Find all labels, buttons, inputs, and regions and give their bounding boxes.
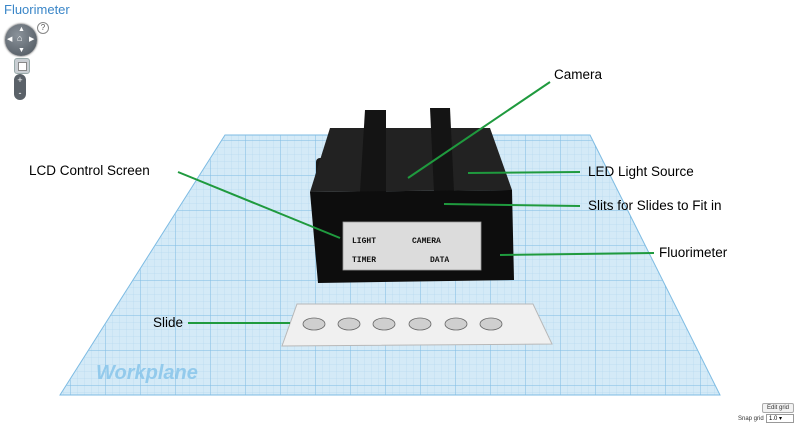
- fluorimeter-callout: Fluorimeter: [659, 245, 728, 260]
- lcd-light-label: LIGHT: [352, 237, 376, 246]
- slits-callout-line: [443, 203, 581, 207]
- workplane-label: Workplane: [96, 362, 198, 384]
- snap-grid-label: Snap grid: [738, 416, 764, 422]
- fluorimeter-callout-line: [499, 252, 655, 256]
- app-title: Fluorimeter: [4, 2, 70, 17]
- led-callout-line: [467, 171, 581, 174]
- edit-grid-button[interactable]: Edit grid: [762, 403, 795, 413]
- callout-lines: [177, 81, 655, 324]
- arrow-right-icon[interactable]: ▶: [29, 36, 35, 43]
- lcd-data-label: DATA: [430, 256, 449, 265]
- home-icon[interactable]: ⌂: [17, 33, 23, 43]
- view-orbit-control[interactable]: ▲ ▼ ◀ ▶ ⌂: [5, 24, 37, 56]
- lcd-timer-label: TIMER: [352, 256, 376, 265]
- fit-view-button[interactable]: [14, 58, 30, 74]
- lcd-callout: LCD Control Screen: [29, 163, 150, 178]
- slits-callout: Slits for Slides to Fit in: [588, 198, 722, 213]
- led-callout: LED Light Source: [588, 164, 694, 179]
- camera-callout: Camera: [554, 67, 603, 82]
- lcd-camera-label: CAMERA: [412, 237, 441, 246]
- snap-grid-select[interactable]: 1.0 ▾: [766, 414, 794, 423]
- slide-model[interactable]: [281, 303, 553, 347]
- arrow-up-icon[interactable]: ▲: [18, 26, 25, 33]
- zoom-in-button[interactable]: +: [17, 75, 23, 85]
- zoom-out-button[interactable]: -: [18, 88, 22, 98]
- slide-callout: Slide: [153, 315, 184, 330]
- snap-grid-value: 1.0: [769, 416, 778, 422]
- zoom-control[interactable]: + -: [14, 74, 26, 100]
- lcd-screen: [342, 221, 482, 271]
- camera-callout-line: [407, 81, 551, 179]
- arrow-down-icon[interactable]: ▼: [18, 47, 25, 54]
- arrow-left-icon[interactable]: ◀: [7, 36, 13, 43]
- lcd-callout-line: [177, 171, 341, 239]
- fluorimeter-model[interactable]: LIGHT CAMERA TIMER DATA: [310, 108, 514, 283]
- help-icon[interactable]: ?: [37, 22, 49, 34]
